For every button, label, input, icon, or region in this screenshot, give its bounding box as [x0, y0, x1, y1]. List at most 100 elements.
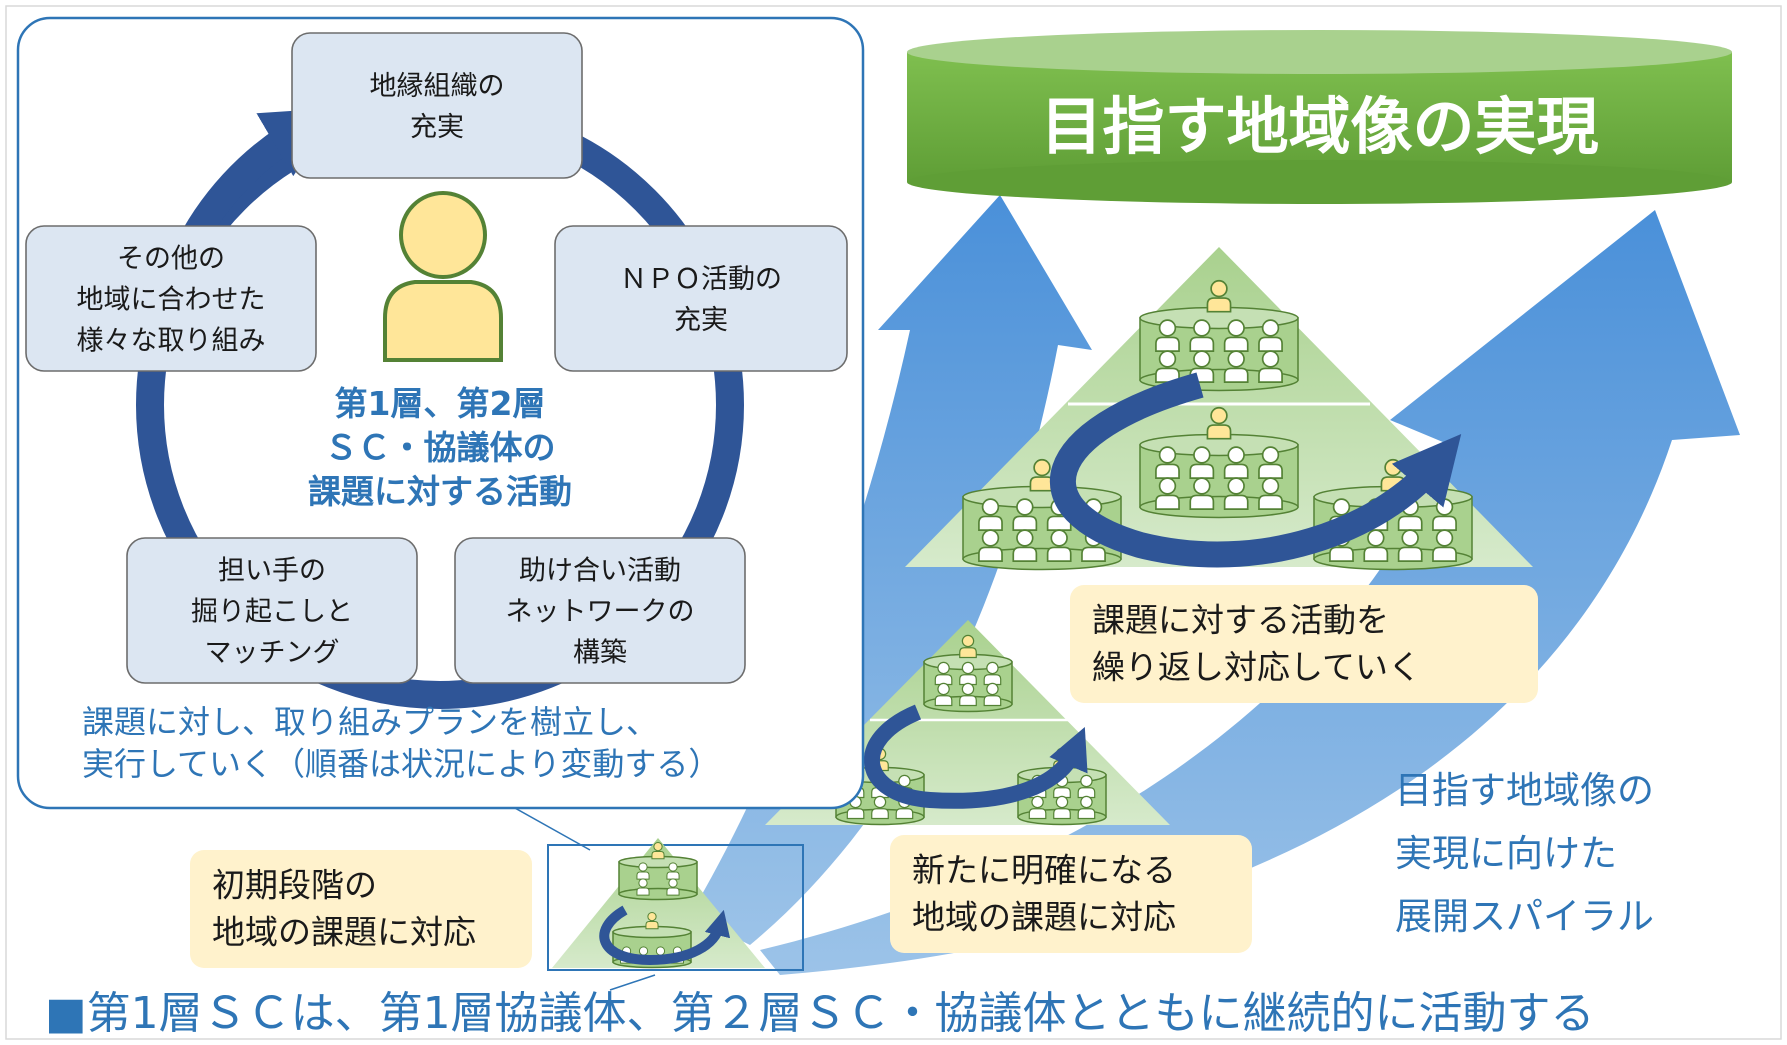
callout-initial-line: 地域の課題に対応 — [212, 913, 476, 952]
small-pyramid — [547, 838, 804, 971]
person-icon — [651, 841, 665, 860]
large-pyramid — [905, 247, 1533, 571]
callout-new-line: 地域の課題に対応 — [912, 898, 1176, 937]
person-icon — [1363, 529, 1389, 562]
person-icon — [1155, 319, 1180, 352]
person-icon — [1046, 529, 1072, 562]
spiral-caption-line: 実現に向けた — [1395, 832, 1617, 875]
spiral-caption-line: 目指す地域像の — [1395, 769, 1654, 812]
person-icon — [1077, 774, 1096, 799]
right-spiral-arrow — [760, 210, 1740, 975]
group-mid-top — [923, 634, 1013, 713]
activity-box-bottom_left-line: マッチング — [205, 638, 340, 669]
person-icon — [1028, 795, 1047, 820]
person-icon — [1077, 795, 1096, 820]
person-icon — [1189, 446, 1215, 479]
activity-box-bottom_left-line: 担い手の — [218, 556, 326, 587]
callout-repeat-line: 課題に対する活動を — [1092, 601, 1389, 640]
person-icon — [1206, 406, 1232, 440]
person-icon — [1223, 350, 1249, 383]
person-icon — [1155, 477, 1180, 510]
activity-box-left-line: 様々な取り組み — [77, 326, 266, 357]
person-icon — [959, 661, 977, 686]
center-title-line: 課題に対する活動 — [308, 472, 572, 511]
person-icon — [959, 634, 977, 659]
activity-box-top-line: 地縁組織の — [370, 71, 505, 102]
person-icon — [1029, 458, 1055, 492]
plan-note: 課題に対し、取り組みプランを樹立し、実行していく（順番は状況により変動する） — [82, 703, 720, 783]
person-icon — [1012, 529, 1038, 562]
person-icon — [645, 911, 659, 930]
person-icon — [1397, 529, 1423, 562]
person-icon — [1012, 498, 1038, 531]
person-icon — [1206, 279, 1232, 313]
callout-repeat-line: 繰り返し対応していく — [1092, 648, 1421, 687]
person-icon — [1189, 319, 1215, 352]
goal-banner: 目指す地域像の実現 — [907, 30, 1732, 204]
person-icon — [636, 862, 650, 880]
center-title-line: 第1層、第2層 — [335, 384, 546, 423]
center-person-icon — [383, 191, 503, 362]
person-icon — [983, 661, 1002, 686]
bottom-note: ■第1層ＳＣは、第1層協議体、第２層ＳＣ・協議体とともに継続的に活動する — [45, 988, 1595, 1039]
person-icon — [959, 682, 977, 707]
plan-note-line: 実行していく（順番は状況により変動する） — [82, 745, 720, 783]
activity-box-right-line: 充実 — [674, 305, 728, 336]
spiral-caption-line: 展開スパイラル — [1395, 895, 1654, 938]
goal-banner-text: 目指す地域像の実現 — [1040, 90, 1598, 163]
person-icon — [978, 498, 1003, 531]
activity-box-right-line: ＮＰＯ活動の — [620, 264, 782, 295]
large-pyramid-cycle-arrow — [1050, 372, 1462, 568]
person-icon — [978, 529, 1003, 562]
callout-initial-line: 初期段階の — [212, 866, 377, 905]
person-icon — [1432, 529, 1457, 562]
person-icon — [1189, 477, 1215, 510]
mid-pyramid-cycle-arrow — [863, 704, 1088, 809]
activity-box-bottom_right-line: ネットワークの — [506, 597, 695, 628]
zoom-box — [547, 844, 804, 971]
activity-box-left-line: 地域に合わせた — [77, 285, 266, 316]
person-icon — [636, 878, 650, 896]
activity-box-bottom_right-line: 助け合い活動 — [519, 556, 681, 587]
activity-box-top-line: 充実 — [410, 112, 464, 143]
person-icon — [1155, 446, 1180, 479]
person-icon — [666, 862, 680, 880]
person-icon — [934, 661, 953, 686]
group-small-top — [618, 841, 698, 901]
small-pyramid-cycle-arrow — [599, 905, 731, 966]
person-icon — [1258, 446, 1283, 479]
zoom-callout-line-2 — [609, 974, 656, 991]
activity-box-bottom_left-line: 掘り起こしと — [191, 597, 353, 628]
person-icon — [983, 682, 1002, 707]
person-icon — [1223, 477, 1249, 510]
person-icon — [1223, 446, 1249, 479]
person-icon — [1258, 350, 1283, 383]
person-icon — [1258, 477, 1283, 510]
mid-pyramid — [765, 620, 1170, 826]
person-icon — [1258, 319, 1283, 352]
center-title-line: ＳＣ・協議体の — [325, 428, 556, 467]
person-icon — [871, 795, 889, 820]
person-icon — [1223, 319, 1249, 352]
person-icon — [1053, 795, 1071, 820]
group-large-mid — [1139, 406, 1299, 519]
callout-new-line: 新たに明確になる — [912, 851, 1176, 890]
activity-box-left-line: その他の — [117, 244, 225, 275]
activity-box-bottom_right-line: 構築 — [573, 638, 627, 669]
outer-frame — [5, 5, 1782, 1040]
person-icon — [934, 682, 953, 707]
group-large-top — [1139, 279, 1299, 392]
person-icon — [1155, 350, 1180, 383]
